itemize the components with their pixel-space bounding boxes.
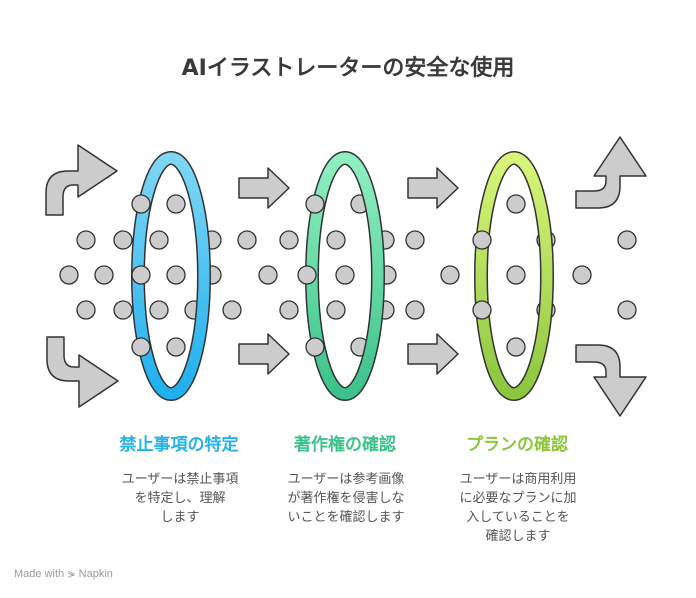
particle-dot: [166, 194, 186, 214]
footer-brand: Napkin: [78, 568, 113, 580]
particle-dot: [131, 194, 151, 214]
particle-dot: [113, 230, 133, 250]
particle-dot: [94, 265, 114, 285]
particle-dot: [617, 230, 637, 250]
particle-dot: [166, 265, 186, 285]
particle-dot: [326, 230, 346, 250]
particle-dot: [440, 265, 460, 285]
particle-dot: [405, 230, 425, 250]
stage-2-title: 著作権の確認: [294, 435, 396, 455]
particle-dot: [237, 230, 257, 250]
stage-1-title: 禁止事項の特定: [119, 435, 239, 455]
filter-ring-1-front-fill: [170, 152, 210, 400]
particle-dot: [305, 337, 325, 357]
stage-3-title: プランの確認: [466, 435, 568, 455]
particle-dot: [131, 337, 151, 357]
particle-dot: [405, 300, 425, 320]
particle-dot: [572, 265, 592, 285]
filter-ring-3-back-fill: [475, 152, 515, 400]
particle-dot: [472, 230, 492, 250]
stage-3-description: ユーザーは商用利用 に必要なプランに加 入していることを 確認します: [459, 472, 577, 544]
particle-dot: [258, 265, 278, 285]
particle-dot: [506, 194, 526, 214]
output-arrow-bottom-icon: [575, 344, 647, 417]
stage-2-description: ユーザーは参考画像 が著作権を侵害しな いことを確認します: [287, 472, 405, 525]
particle-dot: [59, 265, 79, 285]
particle-dot: [76, 230, 96, 250]
particle-dot: [506, 265, 526, 285]
particle-dot: [297, 265, 317, 285]
particle-dot: [326, 300, 346, 320]
particle-dot: [131, 265, 151, 285]
particle-dot: [166, 337, 186, 357]
particle-dot: [149, 230, 169, 250]
input-arrow-bottom-icon: [46, 336, 119, 408]
page-title: AIイラストレーターの安全な使用: [181, 56, 515, 81]
arrow-right-icon: [238, 333, 290, 375]
napkin-logo-icon: ⋟: [67, 569, 76, 580]
particle-dot: [335, 265, 355, 285]
particle-dot: [305, 194, 325, 214]
particle-dot: [149, 300, 169, 320]
arrow-right-icon: [407, 333, 459, 375]
footer: Made with ⋟ Napkin: [14, 568, 113, 580]
arrow-right-icon: [238, 167, 290, 209]
particle-dot: [222, 300, 242, 320]
particle-dot: [279, 230, 299, 250]
particle-dot: [472, 300, 492, 320]
particle-dot: [76, 300, 96, 320]
footer-made-with: Made with: [14, 568, 65, 580]
filter-ring-2-front-fill: [344, 152, 384, 400]
input-arrow-top-icon: [45, 144, 118, 216]
particle-dot: [113, 300, 133, 320]
particle-dot: [506, 337, 526, 357]
stage-1-description: ユーザーは禁止事項 を特定し、理解 します: [121, 472, 239, 525]
filter-ring-3-front-fill: [513, 152, 553, 400]
output-arrow-top-icon: [575, 136, 647, 209]
arrow-right-icon: [407, 167, 459, 209]
particle-dot: [279, 300, 299, 320]
particle-dot: [617, 300, 637, 320]
